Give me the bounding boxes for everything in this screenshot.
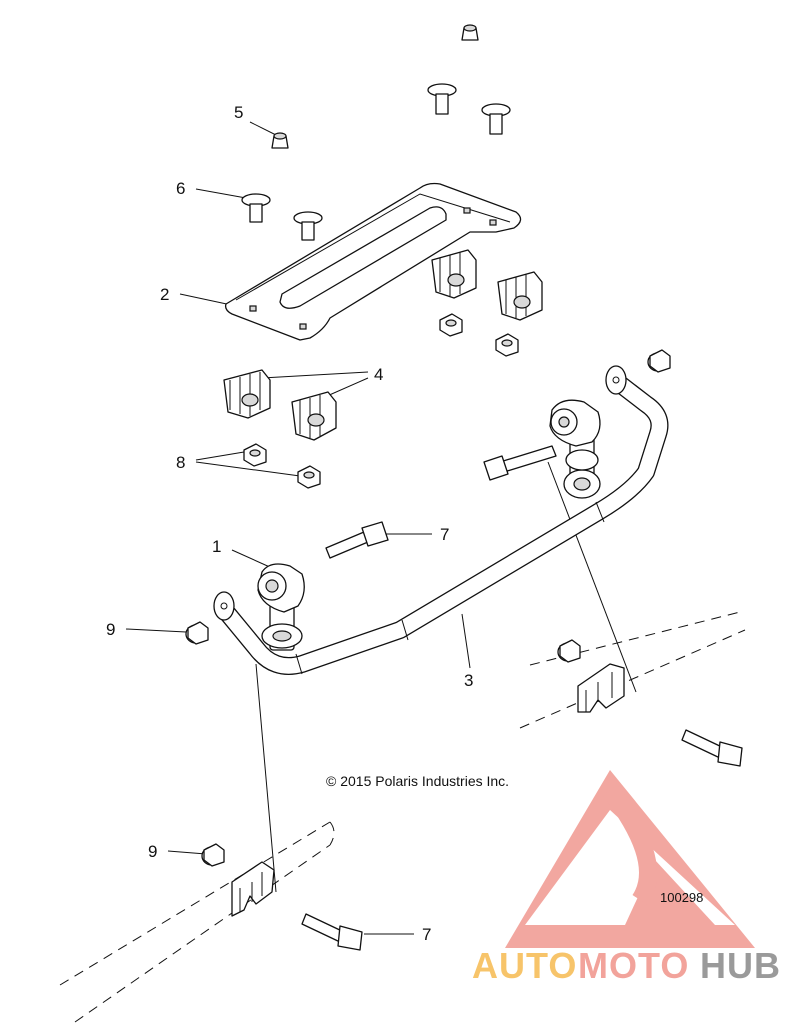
automotohub-logo: [505, 770, 755, 948]
link-assembly-right: [549, 399, 601, 499]
nut-8b: [297, 465, 321, 489]
bolt-link-right: [483, 445, 557, 481]
clamp-bracket-plate: [224, 182, 522, 341]
bolt-upper: [325, 521, 389, 559]
wordmark-hub: HUB: [700, 945, 781, 986]
callout-9-lower: 9: [148, 842, 157, 861]
callout-7-lower: 7: [422, 925, 431, 944]
bushing-clamp-upper-a: [431, 249, 477, 299]
bushing-clamp-4a: [223, 369, 271, 419]
stabilizer-bar: [213, 365, 669, 675]
callout-3: 3: [464, 671, 473, 690]
carriage-bolt-6b: [293, 211, 323, 241]
copyright-notice: © 2015 Polaris Industries Inc.: [326, 773, 509, 789]
callout-7-upper: 7: [440, 525, 449, 544]
callout-5: 5: [234, 103, 243, 122]
carriage-bolt-top-a: [427, 83, 457, 115]
wordmark-auto: AUTO: [472, 945, 577, 986]
nut-8a: [243, 443, 267, 467]
wordmark-moto: MOTO: [578, 945, 689, 986]
frame-bracket-lower: [231, 861, 275, 917]
bushing-clamp-4b: [291, 391, 337, 441]
callout-2: 2: [160, 285, 169, 304]
figure-number: 100298: [660, 890, 703, 905]
carriage-bolt-top-b: [481, 103, 511, 135]
bushing-clamp-upper-b: [497, 271, 543, 321]
callout-1: 1: [212, 537, 221, 556]
link-assembly-left: [257, 563, 305, 651]
callout-4: 4: [374, 365, 383, 384]
grease-fitting-top: [461, 24, 479, 41]
callout-9-upper: 9: [106, 620, 115, 639]
callout-6: 6: [176, 179, 185, 198]
callout-8: 8: [176, 453, 185, 472]
frame-bracket-right: [577, 663, 625, 713]
nut-upper-a: [439, 313, 463, 337]
flange-nut-upper-left: [185, 621, 209, 645]
automotohub-wordmark: AUTO MOTO HUB: [472, 945, 781, 986]
carriage-bolt-6a: [241, 193, 271, 223]
flange-nut-top-right: [647, 349, 671, 373]
grease-fitting-5: [271, 132, 289, 149]
bolt-right-lower: [681, 729, 743, 767]
flange-nut-lower-left: [201, 843, 225, 867]
nut-upper-b: [495, 333, 519, 357]
leader-lines: [125, 121, 637, 935]
flange-nut-right: [557, 639, 581, 663]
bolt-lower: [301, 913, 363, 951]
